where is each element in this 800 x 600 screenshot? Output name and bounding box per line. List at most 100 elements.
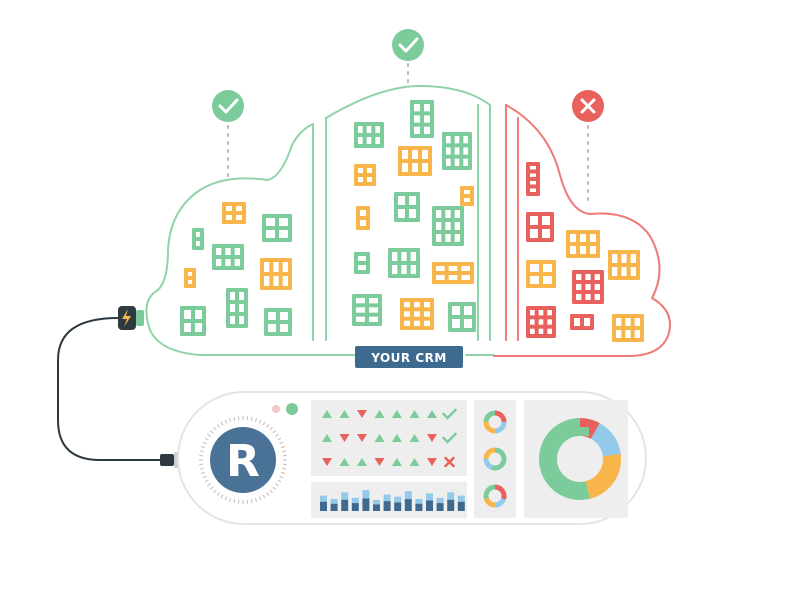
building-green [442, 132, 472, 170]
building-orange [608, 250, 640, 280]
building-red [526, 162, 540, 196]
building-red [526, 306, 556, 338]
dial-tick [207, 483, 211, 487]
trend-down-icon [374, 458, 385, 466]
dial-tick [213, 426, 217, 431]
bar [362, 490, 370, 511]
dial-tick [199, 467, 204, 470]
building-green [354, 122, 384, 148]
trend-up-icon [427, 410, 437, 418]
trend-down-icon [427, 434, 437, 442]
dial-tick [209, 486, 214, 490]
dial-tick [200, 471, 206, 475]
dial-tick [220, 421, 224, 426]
dial-tick [209, 430, 214, 434]
dial-tick [199, 450, 204, 453]
dial-tick [280, 471, 286, 475]
trend-down-icon [427, 458, 437, 466]
big-donut-chart-segment [539, 418, 621, 500]
building-green [264, 308, 292, 336]
cloud-inner-line-right [505, 104, 519, 341]
trend-up-icon [374, 434, 385, 442]
dial-tick [280, 445, 286, 449]
small-donut-segment [483, 447, 507, 471]
trend-up-icon [339, 410, 350, 418]
dial-tick [204, 437, 209, 441]
logo-badge [210, 427, 276, 493]
bar [426, 493, 433, 511]
bar [320, 495, 327, 511]
building-orange [526, 260, 556, 288]
trend-up-icon [339, 458, 350, 466]
building-green [432, 206, 464, 246]
bar [373, 500, 380, 511]
crm-label: YOUR CRM [355, 346, 463, 368]
dial-tick [207, 433, 211, 437]
dial-tick [220, 494, 224, 499]
trend-up-icon [322, 410, 332, 418]
dial-tick [216, 492, 220, 496]
trend-up-icon [392, 458, 402, 466]
small-donut [483, 410, 507, 434]
crm-label-text: YOUR CRM [370, 351, 447, 365]
dial-tick [269, 426, 273, 431]
building-orange [460, 186, 474, 206]
building-green [394, 192, 420, 222]
bar [383, 494, 391, 511]
building-green [410, 100, 434, 138]
trend-up-icon [392, 434, 402, 442]
dial-tick [282, 467, 287, 470]
dial-tick [258, 496, 262, 501]
building-green [388, 248, 420, 278]
dial-tick [254, 417, 258, 423]
dial-tick [250, 416, 253, 421]
building-orange [356, 206, 370, 230]
dial-tick [224, 419, 228, 424]
bar [436, 497, 444, 511]
dial-tick [224, 496, 228, 501]
building-red [526, 212, 554, 242]
dial-tick [228, 497, 232, 503]
building-orange [354, 164, 376, 186]
building-green [448, 302, 476, 332]
building-green [212, 244, 244, 270]
building-orange [260, 258, 292, 290]
status-connectors [227, 63, 589, 203]
dial-tick [200, 445, 206, 449]
dial-tick [204, 479, 209, 483]
small-donut-panel [474, 400, 516, 518]
trend-down-icon [322, 458, 332, 466]
dial-tick [266, 492, 270, 496]
dial-tick [277, 437, 282, 441]
dial-tick [269, 489, 273, 494]
building-orange [222, 202, 246, 224]
socket-icon [160, 452, 180, 468]
building-green [354, 252, 370, 274]
trend-down-icon [357, 410, 367, 418]
plug-icon [118, 306, 144, 330]
trend-up-icon [409, 434, 420, 442]
dial-tick [250, 499, 253, 504]
big-donut [539, 418, 621, 500]
dial-tick [233, 499, 236, 504]
trend-up-icon [392, 410, 402, 418]
cross-icon [444, 456, 455, 468]
trend-up-icon [409, 410, 420, 418]
dial-tick [282, 450, 287, 453]
dial-tick [266, 424, 270, 428]
building-orange [400, 298, 434, 330]
building-orange [432, 262, 474, 284]
building-green [352, 294, 382, 326]
buildings [180, 100, 644, 342]
dashboard-device: R [177, 391, 647, 525]
big-donut-chart [539, 418, 621, 500]
status-check-icon-left [212, 90, 244, 122]
bar [415, 498, 423, 511]
check-icon [442, 408, 457, 420]
dial-tick [279, 475, 284, 479]
small-donut-segment [483, 410, 507, 434]
indicator-grid [322, 408, 457, 468]
dial-tick [202, 475, 207, 479]
